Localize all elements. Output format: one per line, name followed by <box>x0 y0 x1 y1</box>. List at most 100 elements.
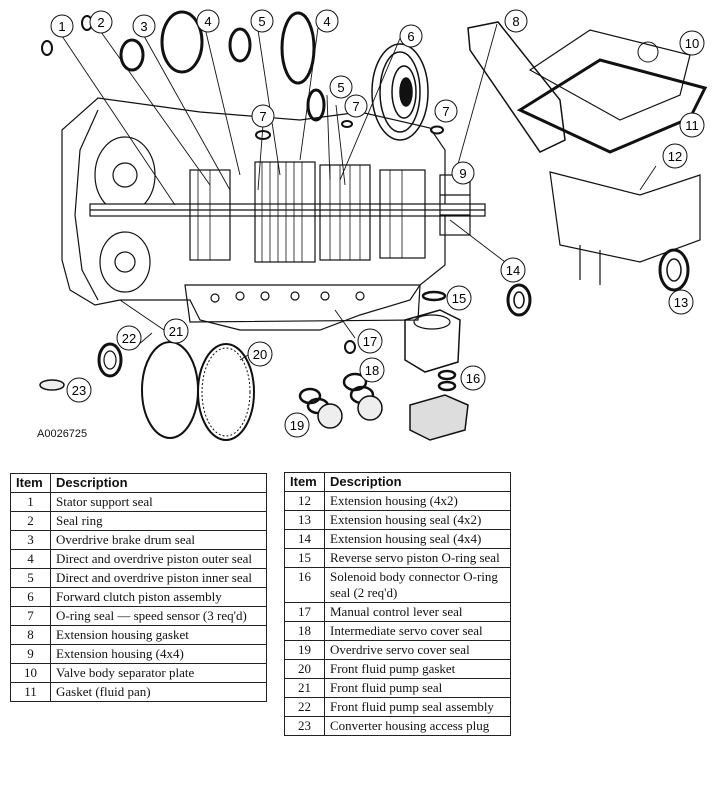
callout-10-label: 10 <box>685 36 699 51</box>
speed-sensor-oring <box>255 130 271 140</box>
item-number: 2 <box>10 511 51 531</box>
extension-housing-seal-4x4 <box>506 283 532 317</box>
piston-outer-seal <box>160 10 204 74</box>
callout-14: 14 <box>500 257 526 283</box>
callout-7c: 7 <box>434 99 458 123</box>
reverse-servo-body <box>404 309 461 373</box>
item-number: 13 <box>284 510 325 530</box>
callout-5b-label: 5 <box>337 80 344 95</box>
callout-23: 23 <box>66 377 92 403</box>
callout-10: 10 <box>679 30 705 56</box>
item-number: 20 <box>284 659 325 679</box>
item-description: Direct and overdrive piston outer seal <box>50 549 267 569</box>
callout-4: 4 <box>196 9 220 33</box>
item-number: 19 <box>284 640 325 660</box>
item-description: Gasket (fluid pan) <box>50 682 267 702</box>
callout-23-label: 23 <box>72 383 86 398</box>
table-header-row: Item Description <box>10 473 267 493</box>
item-description: Front fluid pump seal <box>324 678 511 698</box>
callout-15-label: 15 <box>452 291 466 306</box>
callout-11: 11 <box>679 112 705 138</box>
leader-lines <box>61 23 657 361</box>
callout-13-label: 13 <box>674 295 688 310</box>
callout-16-label: 16 <box>466 371 480 386</box>
description-header: Description <box>50 473 267 493</box>
callout-7c-label: 7 <box>442 104 449 119</box>
stator-support-seal-ring <box>41 40 53 56</box>
overdrive-brake-drum-seal <box>119 38 145 72</box>
callout-4b: 4 <box>315 9 339 33</box>
item-number: 9 <box>10 644 51 664</box>
callout-7a: 7 <box>251 104 275 128</box>
item-description: Overdrive servo cover seal <box>324 640 511 660</box>
item-description: Extension housing seal (4x2) <box>324 510 511 530</box>
callout-3-label: 3 <box>140 19 147 34</box>
item-description: Manual control lever seal <box>324 602 511 622</box>
item-description: Direct and overdrive piston inner seal <box>50 568 267 588</box>
extension-housing-4x2 <box>549 171 701 263</box>
extension-housing-seal-4x2 <box>658 248 690 292</box>
item-description: Reverse servo piston O-ring seal <box>324 548 511 568</box>
callout-6: 6 <box>399 24 423 48</box>
transmission-case-drawing <box>61 97 486 331</box>
speed-sensor-oring <box>430 125 444 135</box>
solenoid-connector-oring <box>437 380 457 392</box>
fluid-pan-gasket <box>516 58 708 154</box>
callout-16: 16 <box>460 365 486 391</box>
item-description: Extension housing (4x2) <box>324 491 511 511</box>
front-fluid-pump-seal <box>141 341 199 439</box>
item-number: 11 <box>10 682 51 702</box>
item-description: Forward clutch piston assembly <box>50 587 267 607</box>
item-number: 5 <box>10 568 51 588</box>
callout-20-label: 20 <box>253 347 267 362</box>
callout-20: 20 <box>247 341 273 367</box>
callout-9: 9 <box>451 161 475 185</box>
item-number: 4 <box>10 549 51 569</box>
item-description: Solenoid body connector O-ring seal (2 r… <box>324 567 511 603</box>
item-description: Front fluid pump gasket <box>324 659 511 679</box>
callout-13: 13 <box>668 289 694 315</box>
callout-17-label: 17 <box>363 334 377 349</box>
callout-2-label: 2 <box>97 15 104 30</box>
item-number: 14 <box>284 529 325 549</box>
callout-8: 8 <box>504 9 528 33</box>
callout-18: 18 <box>359 357 385 383</box>
figure-id: A0026725 <box>37 428 88 440</box>
front-fluid-pump-gasket <box>197 343 255 441</box>
callout-19: 19 <box>284 412 310 438</box>
item-description: Stator support seal <box>50 492 267 512</box>
speed-sensor-oring <box>341 120 353 128</box>
callout-3: 3 <box>132 14 156 38</box>
item-description: Extension housing seal (4x4) <box>324 529 511 549</box>
callout-1-label: 1 <box>58 19 65 34</box>
callout-15: 15 <box>446 285 472 311</box>
item-number: 16 <box>284 567 325 603</box>
item-header: Item <box>10 473 51 493</box>
converter-housing-access-plug <box>39 379 65 391</box>
callout-5-label: 5 <box>258 14 265 29</box>
reverse-servo-oring <box>421 290 447 302</box>
item-description: Front fluid pump seal assembly <box>324 697 511 717</box>
callout-12: 12 <box>662 143 688 169</box>
item-description: Extension housing gasket <box>50 625 267 645</box>
item-description: Extension housing (4x4) <box>50 644 267 664</box>
item-number: 18 <box>284 621 325 641</box>
callout-2: 2 <box>89 10 113 34</box>
callout-7b-label: 7 <box>352 99 359 114</box>
